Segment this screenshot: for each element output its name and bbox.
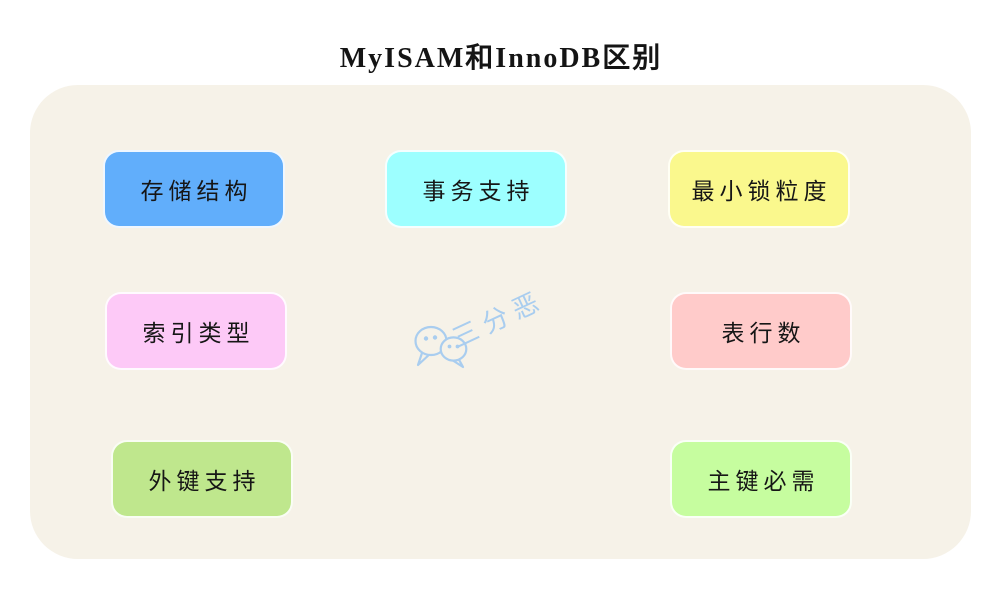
box-min-lock-granularity: 最小锁粒度 <box>668 150 850 228</box>
box-min-lock-granularity-label: 最小锁粒度 <box>691 179 832 204</box>
box-storage-structure-label: 存储结构 <box>140 179 253 204</box>
box-transaction-support-label: 事务支持 <box>422 179 535 204</box>
box-table-row-count: 表行数 <box>670 292 852 370</box>
box-index-type-label: 索引类型 <box>142 321 255 346</box>
box-table-row-count-label: 表行数 <box>721 321 806 346</box>
box-foreign-key-support: 外键支持 <box>111 440 293 518</box>
box-primary-key-required-label: 主键必需 <box>707 469 820 494</box>
box-foreign-key-support-label: 外键支持 <box>148 469 261 494</box>
diagram-title: MyISAM和InnoDB区别 <box>339 43 663 74</box>
box-storage-structure: 存储结构 <box>103 150 285 228</box>
box-index-type: 索引类型 <box>105 292 287 370</box>
box-primary-key-required: 主键必需 <box>670 440 852 518</box>
box-transaction-support: 事务支持 <box>385 150 567 228</box>
